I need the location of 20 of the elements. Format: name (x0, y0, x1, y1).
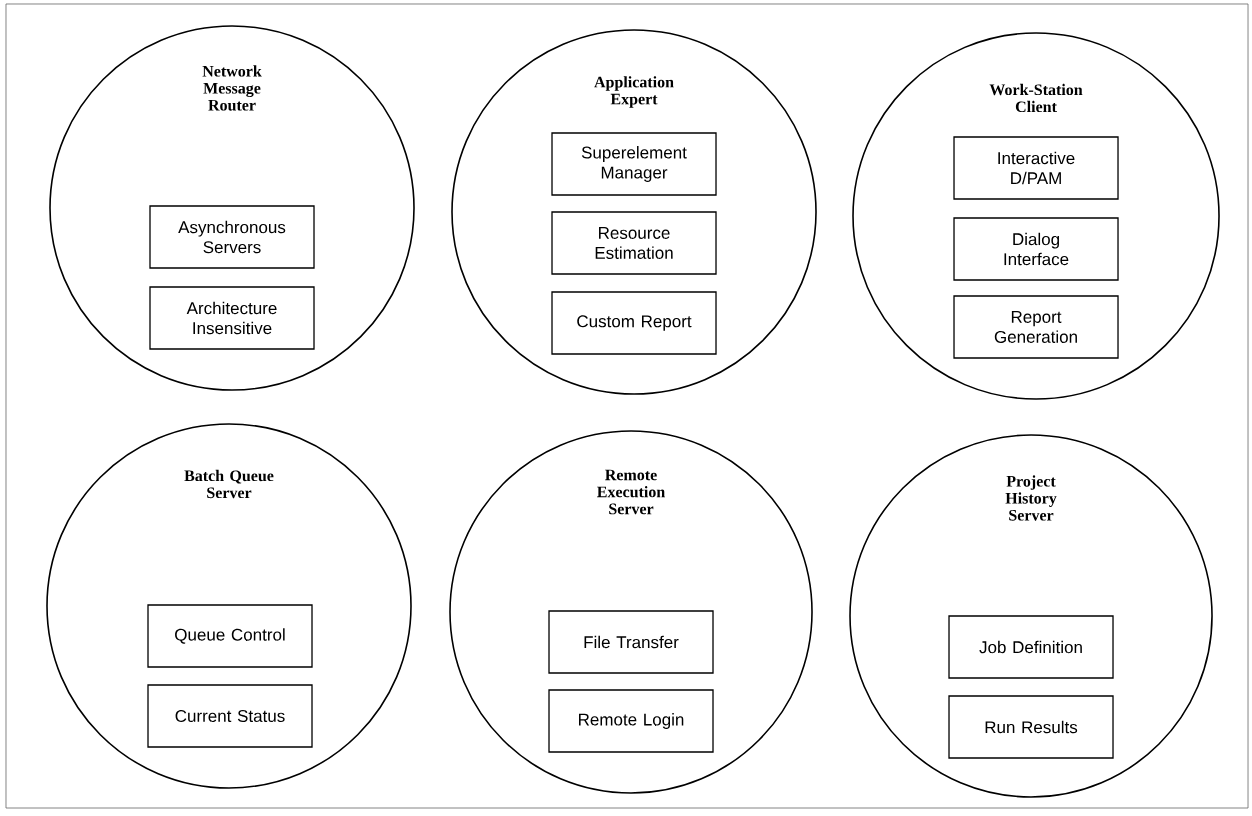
component-box: File Transfer (548, 610, 714, 674)
circle-heading: Work-Station Client (989, 83, 1083, 113)
component-box: Resource Estimation (551, 211, 717, 275)
component-box: Asynchronous Servers (149, 205, 315, 269)
component-box: Queue Control (147, 604, 313, 668)
circle-heading: Batch Queue Server (184, 469, 274, 499)
component-box: Run Results (948, 695, 1114, 759)
component-box: Report Generation (953, 295, 1119, 359)
component-box: Custom Report (551, 291, 717, 355)
circle-heading: Application Expert (594, 76, 674, 108)
component-box: Superelement Manager (551, 132, 717, 196)
circle-heading: Project History Server (1005, 475, 1057, 521)
component-box: Architecture Insensitive (149, 286, 315, 350)
circle-heading: Remote Execution Server (597, 469, 665, 515)
component-box: Current Status (147, 684, 313, 748)
circle-heading: Network Message Router (202, 65, 262, 111)
component-box: Interactive D/PAM (953, 136, 1119, 200)
component-box: Job Definition (948, 615, 1114, 679)
component-box: Dialog Interface (953, 217, 1119, 281)
component-box: Remote Login (548, 689, 714, 753)
